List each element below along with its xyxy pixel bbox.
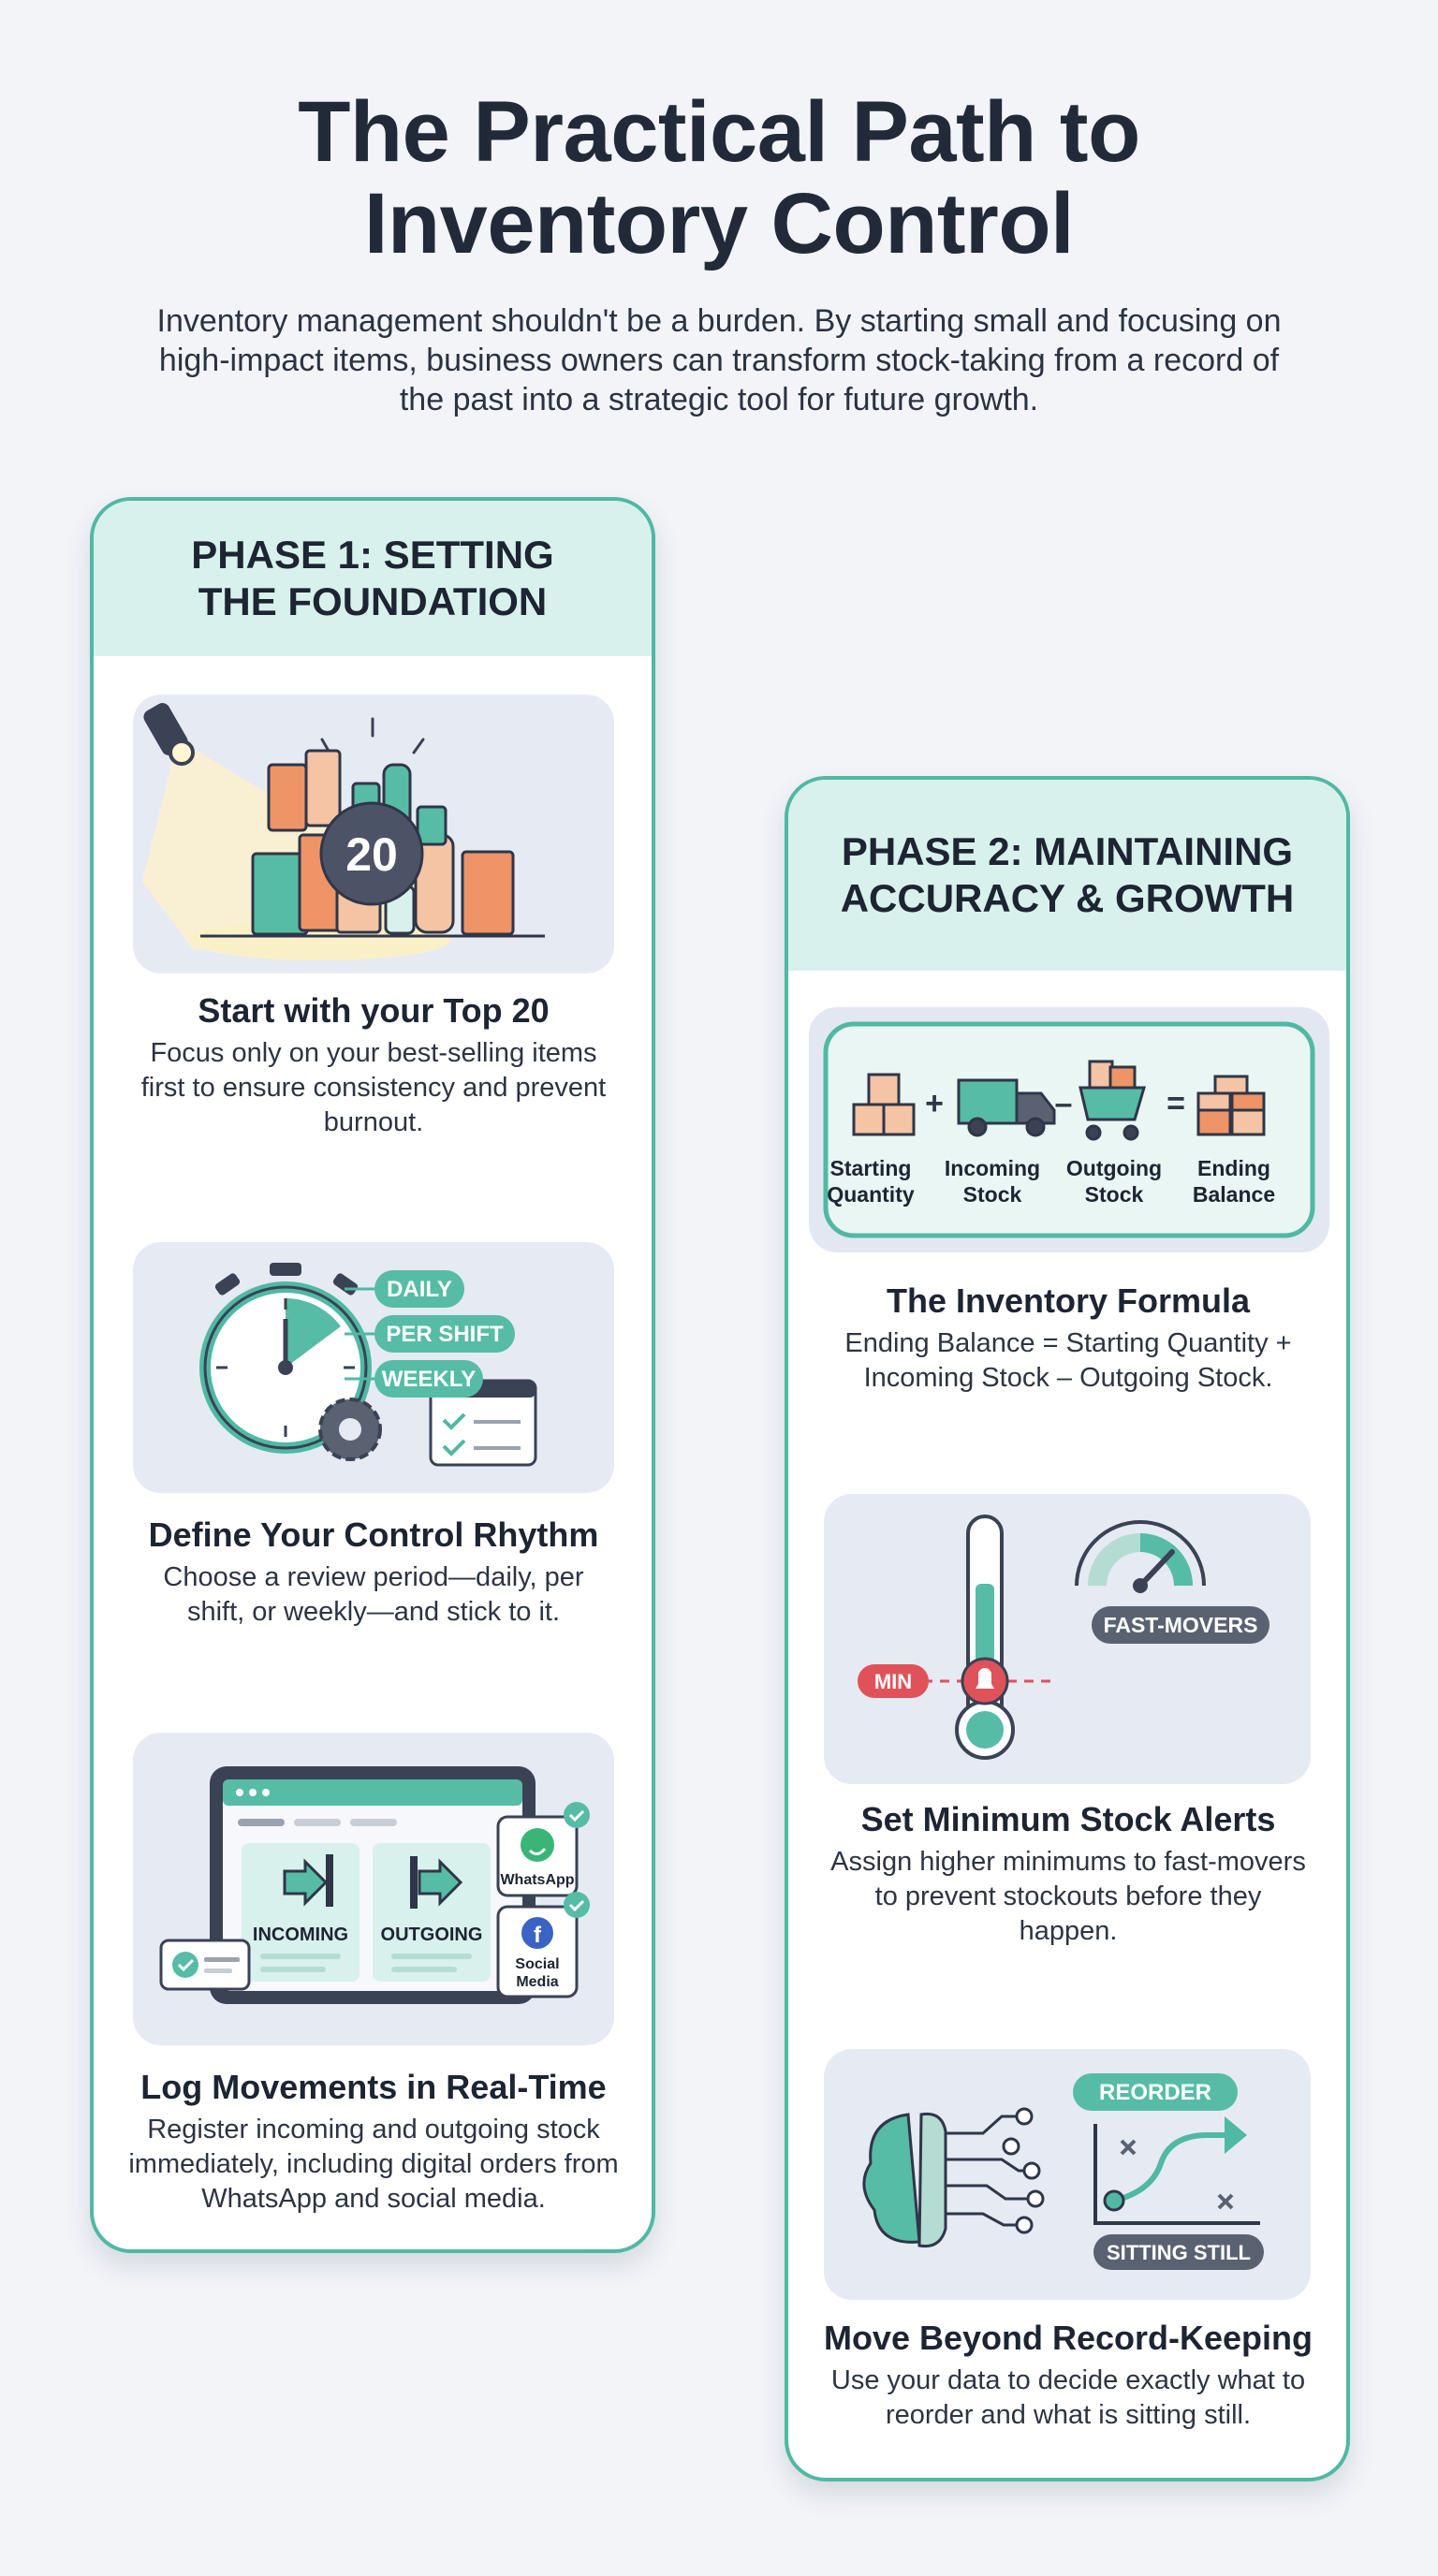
step-description: Use your data to decide exactly what to …	[830, 2365, 1306, 2430]
phase-2-heading-line-2: ACCURACY & GROWTH	[840, 876, 1295, 920]
term-ending-line-2: Balance	[1193, 1182, 1275, 1207]
step-title: The Inventory Formula	[886, 1281, 1251, 1320]
term-ending-line-1: Ending	[1197, 1156, 1270, 1180]
phase-2-card: PHASE 2: MAINTAINING ACCURACY & GROWTH	[785, 776, 1350, 2481]
title-line-2: Inventory Control	[363, 176, 1075, 271]
top-20-illustration: 20	[133, 695, 614, 973]
whatsapp-label: WhatsApp	[500, 1872, 574, 1888]
step-title: Set Minimum Stock Alerts	[860, 1800, 1276, 1838]
phase-1-card: PHASE 1: SETTING THE FOUNDATION	[90, 497, 655, 2253]
realtime-log-illustration: INCOMING OUTGOING WhatsApp f Social Medi…	[133, 1733, 614, 2045]
phase-1-heading-line-1: PHASE 1: SETTING	[191, 533, 554, 577]
formula-op-equals: =	[1167, 1086, 1185, 1121]
intro-text: Inventory management shouldn't be a burd…	[156, 303, 1282, 417]
control-rhythm-illustration: DAILY PER SHIFT WEEKLY	[133, 1242, 614, 1493]
tag-daily: DAILY	[387, 1277, 452, 1302]
outgoing-label: OUTGOING	[381, 1925, 483, 1945]
term-outgoing-line-2: Stock	[1085, 1182, 1144, 1207]
formula-icon: + – = Starting Quantity Incoming Stock O…	[823, 1021, 1315, 1238]
social-media-label-line-2: Media	[516, 1974, 558, 1990]
inventory-formula-illustration: + – = Starting Quantity Incoming Stock O…	[809, 1007, 1329, 1252]
phase-1-heading: PHASE 1: SETTING THE FOUNDATION	[94, 501, 652, 656]
step-title: Start with your Top 20	[198, 991, 550, 1030]
step-description: Ending Balance = Starting Quantity + Inc…	[844, 1328, 1292, 1393]
reorder-label: REORDER	[1099, 2080, 1211, 2105]
incoming-label: INCOMING	[253, 1925, 348, 1945]
step-title: Define Your Control Rhythm	[148, 1515, 599, 1554]
stopwatch-gear-icon: DAILY PER SHIFT WEEKLY	[199, 1263, 537, 1467]
min-label: MIN	[874, 1670, 912, 1693]
minimum-stock-illustration: MIN FAST-MOVERS	[824, 1494, 1311, 1784]
formula-op-plus: +	[925, 1086, 944, 1121]
svg-text:f: f	[534, 1923, 542, 1948]
phase-1-heading-line-2: THE FOUNDATION	[198, 579, 548, 623]
tag-per-shift: PER SHIFT	[386, 1322, 504, 1347]
fast-movers-label: FAST-MOVERS	[1104, 1613, 1258, 1637]
term-starting-line-1: Starting	[830, 1156, 912, 1180]
term-incoming-line-2: Stock	[963, 1182, 1022, 1207]
social-media-label-line-1: Social	[515, 1956, 559, 1972]
sitting-still-label: SITTING STILL	[1107, 2241, 1251, 2264]
page-title: The Practical Path to Inventory Control	[0, 86, 1438, 270]
step-description: Assign higher minimums to fast-movers to…	[830, 1847, 1306, 1946]
term-outgoing-line-1: Outgoing	[1066, 1156, 1162, 1180]
spotlight-products-icon: 20	[142, 703, 545, 960]
step-description: Focus only on your best-selling items fi…	[140, 1038, 607, 1137]
top-20-badge: 20	[345, 828, 398, 881]
decision-illustration: REORDER SITTING STILL	[824, 2049, 1311, 2300]
tablet-log-icon: INCOMING OUTGOING WhatsApp f Social Medi…	[159, 1766, 590, 2004]
title-line-1: The Practical Path to	[298, 84, 1140, 180]
step-description: Choose a review period—daily, per shift,…	[163, 1562, 584, 1627]
formula-op-minus: –	[1055, 1086, 1073, 1121]
thermometer-alert-icon: MIN FAST-MOVERS	[858, 1515, 1269, 1760]
term-starting-line-2: Quantity	[827, 1182, 914, 1207]
step-title: Move Beyond Record-Keeping	[823, 2319, 1313, 2357]
phase-2-heading-line-1: PHASE 2: MAINTAINING	[841, 829, 1294, 873]
step-description: Register incoming and outgoing stock imm…	[128, 2115, 619, 2214]
tag-weekly: WEEKLY	[382, 1367, 476, 1392]
brain-decision-icon: REORDER SITTING STILL	[862, 2073, 1264, 2270]
phase-2-heading: PHASE 2: MAINTAINING ACCURACY & GROWTH	[788, 780, 1346, 971]
step-title: Log Movements in Real-Time	[140, 2068, 607, 2106]
term-incoming-line-1: Incoming	[945, 1156, 1040, 1180]
